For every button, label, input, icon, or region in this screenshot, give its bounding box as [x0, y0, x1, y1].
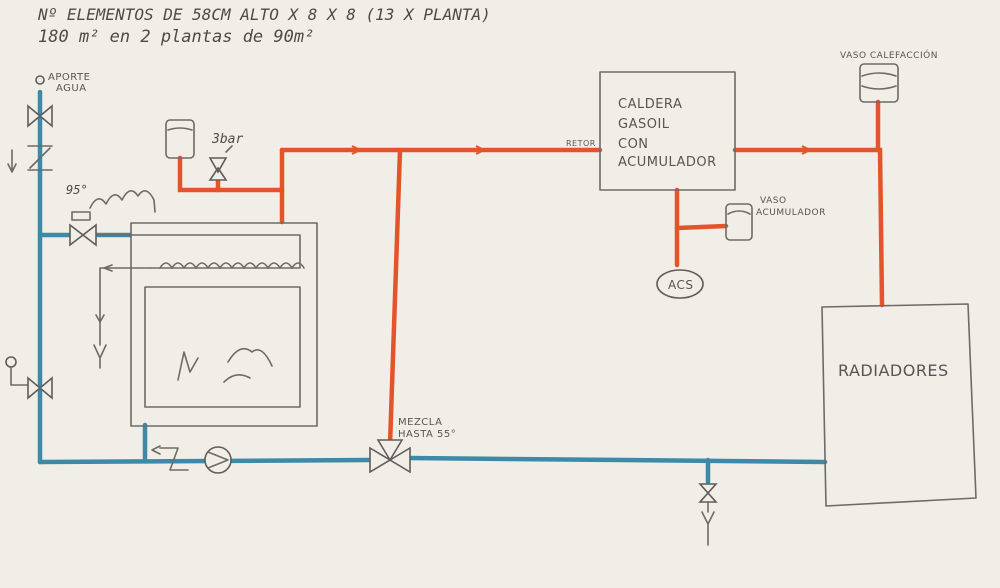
stove-return-line: [99, 267, 151, 346]
vaso-acumulador-icon: [725, 203, 753, 241]
caldera-box: [599, 71, 736, 191]
caldera: CALDERA GASOIL CON ACUMULADOR RETOR: [566, 71, 736, 191]
stove-firebox: [144, 286, 301, 408]
stove-coil-tube: [94, 234, 301, 269]
radiadores-box: [821, 303, 977, 507]
vaso-acumulador-label-1: VASO: [760, 196, 787, 206]
thermostatic-valve: 95°: [66, 183, 156, 247]
flame-icon: [177, 351, 199, 381]
drain-group: [698, 483, 718, 546]
mezcla-label-1: MEZCLA: [398, 417, 442, 428]
supply-valve-icon: [27, 104, 53, 128]
thermostatic-valve-icon: [69, 223, 97, 247]
caldera-label-1: CALDERA: [618, 97, 682, 112]
drain-funnel-icon: [93, 344, 107, 369]
coil-icon: [159, 262, 305, 269]
hot-pipe-vaso-acumulador: [674, 223, 729, 231]
flame-icon-2: [227, 347, 273, 367]
hot-pipe-expansion: [177, 155, 285, 193]
caldera-label-2: GASOIL: [618, 117, 670, 132]
radiadores-label: RADIADORES: [838, 361, 949, 380]
vaso-acumulador: VASO ACUMULADOR: [725, 196, 826, 241]
relief-spring-icon: [225, 145, 233, 153]
caldera-label-3: CON: [618, 137, 649, 152]
stove-body: [130, 222, 318, 427]
radiadores: RADIADORES: [821, 303, 977, 507]
drain-outlet-icon: [701, 511, 715, 546]
acs-group: ACS: [656, 269, 704, 299]
vaso-acumulador-label-2: ACUMULADOR: [756, 208, 826, 218]
vaso-acumulador-membrane: [727, 210, 751, 215]
hot-pipe-to-radiators: [732, 147, 885, 308]
temp-95-label: 95°: [66, 183, 88, 197]
hot-pipes: [177, 99, 885, 448]
vaso-calefaccion-icon: [859, 63, 899, 103]
gauge-line: [10, 366, 29, 386]
cold-pipe-return-right: [405, 455, 828, 465]
vessel-membrane: [167, 127, 193, 131]
caldera-label-4: ACUMULADOR: [618, 155, 717, 170]
flame-icon-3: [223, 374, 251, 383]
check-arrow-icon: [151, 445, 161, 455]
pressure-gauge-icon: [5, 356, 17, 368]
retorno-label: RETOR: [566, 139, 596, 148]
check-valve-icon: [27, 145, 53, 171]
flow-arrow-down-icon: [7, 149, 17, 173]
acs-tank-icon: [656, 269, 704, 299]
header-line-1: Nº ELEMENTOS DE 58CM ALTO X 8 X 8 (13 X …: [37, 5, 491, 24]
supply-inlet-icon: [35, 75, 45, 85]
fill-valve-icon: [27, 376, 53, 400]
return-arrow-icon: [95, 314, 105, 323]
vaso-calefaccion: VASO CALEFACCIÓN: [840, 49, 938, 103]
aporte-label-2: AGUA: [56, 83, 87, 94]
supply-components: APORTE AGUA: [5, 72, 90, 400]
hot-flow-arrows: [351, 145, 813, 155]
pump-group: [151, 445, 232, 474]
return-check-valve-icon: [159, 447, 189, 471]
vaso-calefaccion-label: VASO CALEFACCIÓN: [840, 49, 938, 61]
header-line-2: 180 m² en 2 plantas de 90m²: [38, 27, 314, 47]
acs-label: ACS: [668, 278, 694, 292]
aporte-label-1: APORTE: [48, 72, 90, 83]
relief-valve-icon: [208, 157, 228, 181]
stove: [93, 222, 318, 427]
expansion-vessel-icon: [165, 119, 195, 159]
pressure-label: 3bar: [211, 132, 243, 147]
mixing-valve-icon: [369, 439, 411, 474]
hot-pipe-to-mixer: [387, 147, 403, 448]
mixing-valve: MEZCLA HASTA 55°: [369, 417, 456, 474]
mezcla-label-2: HASTA 55°: [398, 429, 456, 440]
drain-valve-icon: [698, 483, 718, 503]
sensor-head-icon: [71, 211, 91, 221]
vaso-calefaccion-membrane: [861, 72, 897, 90]
pump-triangle: [207, 451, 229, 469]
expansion-group: 3bar: [165, 119, 243, 181]
sensor-coil-icon: [89, 190, 156, 213]
